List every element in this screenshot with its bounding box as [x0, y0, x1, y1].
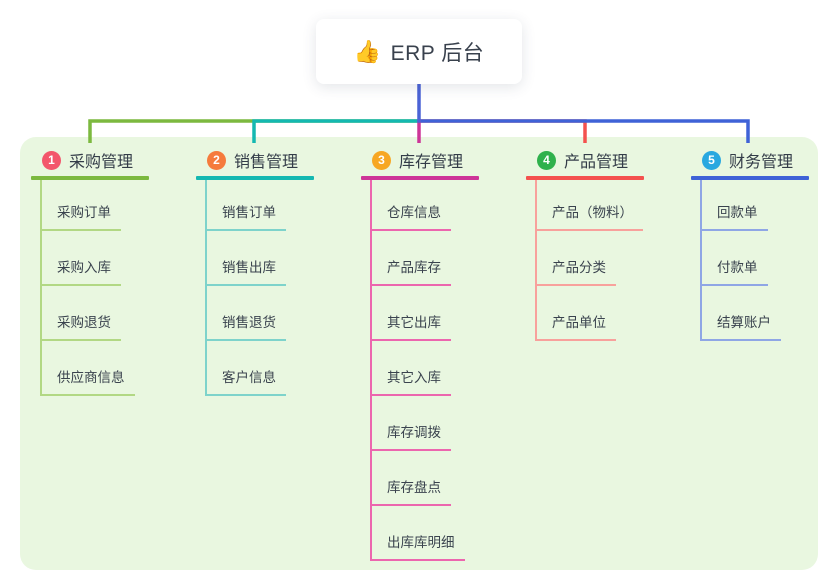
child-node[interactable]: 库存调拨	[370, 424, 451, 451]
branch-spine-line	[205, 180, 207, 396]
branch-header-2[interactable]: 2 销售管理	[196, 148, 298, 172]
root-node[interactable]: 👍 ERP 后台	[316, 19, 522, 84]
branch-number-badge: 2	[207, 150, 226, 170]
branch-label: 采购管理	[69, 154, 134, 171]
child-node[interactable]: 仓库信息	[370, 204, 451, 231]
branch-label: 产品管理	[564, 154, 629, 171]
branch-header-1[interactable]: 1 采购管理	[31, 148, 133, 172]
child-node[interactable]: 采购订单	[40, 204, 121, 231]
panel-background	[20, 137, 818, 570]
branch-header-4[interactable]: 4 产品管理	[526, 148, 628, 172]
branch-underline	[526, 176, 644, 180]
branch-spine-line	[535, 180, 537, 341]
child-node[interactable]: 销售出库	[205, 259, 286, 286]
branch-spine-line	[370, 180, 372, 561]
branch-number-badge: 4	[537, 150, 556, 170]
branch-underline	[361, 176, 479, 180]
child-node[interactable]: 产品（物料）	[535, 204, 643, 231]
branch-spine-line	[40, 180, 42, 396]
thumbs-up-icon: 👍	[353, 38, 382, 64]
child-node[interactable]: 库存盘点	[370, 479, 451, 506]
branch-underline	[31, 176, 149, 180]
root-node-label: ERP 后台	[390, 41, 485, 65]
child-node[interactable]: 产品库存	[370, 259, 451, 286]
branch-number-badge: 1	[42, 150, 61, 170]
child-node[interactable]: 付款单	[700, 259, 768, 286]
branch-label: 财务管理	[729, 154, 794, 171]
branch-header-5[interactable]: 5 财务管理	[691, 148, 793, 172]
branch-label: 销售管理	[234, 154, 299, 171]
child-node[interactable]: 销售退货	[205, 314, 286, 341]
branch-underline	[691, 176, 809, 180]
child-node[interactable]: 产品分类	[535, 259, 616, 286]
branch-label: 库存管理	[399, 154, 464, 171]
child-node[interactable]: 出库库明细	[370, 534, 465, 561]
child-node[interactable]: 产品单位	[535, 314, 616, 341]
branch-number-badge: 3	[372, 150, 391, 170]
branch-underline	[196, 176, 314, 180]
child-node[interactable]: 客户信息	[205, 369, 286, 396]
child-node[interactable]: 采购退货	[40, 314, 121, 341]
branch-header-3[interactable]: 3 库存管理	[361, 148, 463, 172]
child-node[interactable]: 结算账户	[700, 314, 781, 341]
child-node[interactable]: 其它入库	[370, 369, 451, 396]
branch-spine-line	[700, 180, 702, 341]
child-node[interactable]: 其它出库	[370, 314, 451, 341]
branch-number-badge: 5	[702, 150, 721, 170]
child-node[interactable]: 销售订单	[205, 204, 286, 231]
child-node[interactable]: 回款单	[700, 204, 768, 231]
child-node[interactable]: 采购入库	[40, 259, 121, 286]
child-node[interactable]: 供应商信息	[40, 369, 135, 396]
